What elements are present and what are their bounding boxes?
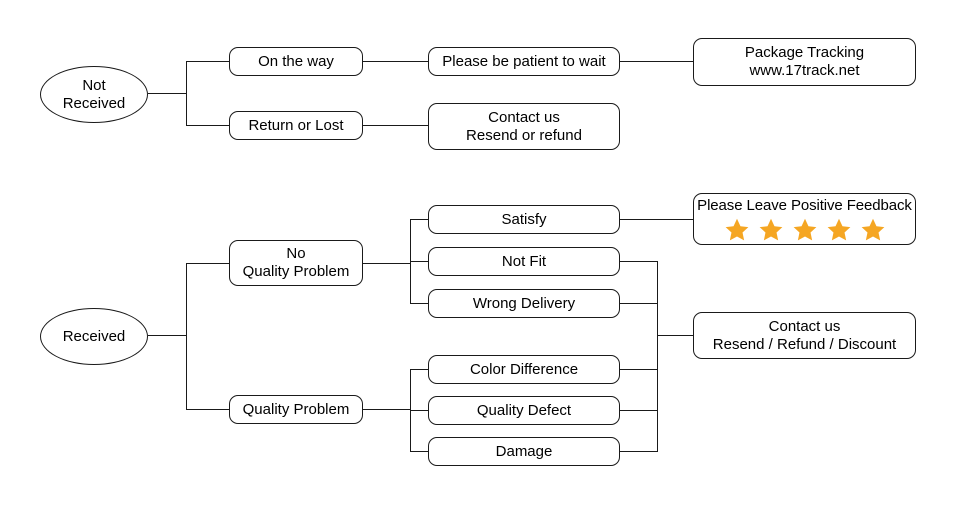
node-package-tracking-line1: Package Tracking (744, 44, 865, 62)
node-contact-discount-line2: Resend / Refund / Discount (712, 335, 897, 353)
connector-junction-to-return-or-lost (186, 125, 230, 127)
node-quality-problem[interactable]: Quality Problem (229, 395, 363, 424)
node-satisfy-label: Satisfy (501, 210, 547, 228)
node-damage-label: Damage (495, 442, 553, 460)
node-quality-problem-label: Quality Problem (242, 400, 350, 418)
connector-wrong-delivery-to-collector (620, 303, 658, 305)
node-return-or-lost[interactable]: Return or Lost (229, 111, 363, 140)
node-received-label: Received (62, 327, 126, 345)
connector-color-difference-to-collector (620, 369, 658, 371)
connector-quality-defect-to-collector (620, 410, 658, 412)
node-on-the-way[interactable]: On the way (229, 47, 363, 76)
star-icon[interactable] (792, 217, 818, 243)
connector-junction-to-quality-problem (186, 409, 230, 411)
connector-please-wait-to-package-tracking (620, 61, 694, 63)
connector-on-the-way-to-please-wait (363, 61, 429, 63)
node-no-quality-problem[interactable]: No Quality Problem (229, 240, 363, 286)
node-color-difference[interactable]: Color Difference (428, 355, 620, 384)
connector-junction-to-on-the-way (186, 61, 230, 63)
connector-fan-to-damage (410, 451, 430, 453)
node-received[interactable]: Received (40, 308, 148, 365)
node-wrong-delivery-label: Wrong Delivery (472, 294, 576, 312)
connector-damage-to-collector (620, 451, 658, 453)
node-not-received-line2: Received (62, 94, 126, 112)
connector-collector-vertical (657, 261, 659, 452)
node-on-the-way-label: On the way (258, 52, 334, 70)
node-not-fit[interactable]: Not Fit (428, 247, 620, 276)
star-icon[interactable] (758, 217, 784, 243)
node-please-be-patient-to-wait[interactable]: Please be patient to wait (428, 47, 620, 76)
node-no-quality-problem-line2: Quality Problem (242, 263, 350, 280)
node-quality-defect[interactable]: Quality Defect (428, 396, 620, 425)
connector-no-quality-problem-to-fan (363, 263, 411, 265)
connector-collector-to-contact-discount (657, 335, 694, 337)
star-icon[interactable] (724, 217, 750, 243)
node-contact-us-resend-or-refund[interactable]: Contact us Resend or refund (428, 103, 620, 150)
connector-fan-to-color-difference (410, 369, 430, 371)
node-damage[interactable]: Damage (428, 437, 620, 466)
connector-junction-top (186, 61, 188, 126)
connector-fan-to-wrong-delivery (410, 303, 430, 305)
star-icon[interactable] (826, 217, 852, 243)
connector-junction-bottom (186, 263, 188, 410)
node-contact-resend-line1: Contact us (488, 108, 560, 126)
connector-quality-problem-to-fan (363, 409, 411, 411)
node-wrong-delivery[interactable]: Wrong Delivery (428, 289, 620, 318)
node-please-wait-label: Please be patient to wait (442, 52, 606, 70)
positive-feedback-title: Please Leave Positive Feedback (697, 196, 912, 214)
node-not-received-line1: Not (82, 76, 106, 94)
node-return-or-lost-label: Return or Lost (248, 116, 344, 134)
node-package-tracking[interactable]: Package Tracking www.17track.net (693, 38, 916, 86)
node-not-fit-label: Not Fit (501, 252, 547, 270)
node-not-received[interactable]: Not Received (40, 66, 148, 123)
connector-fan-to-not-fit (410, 261, 430, 263)
node-positive-feedback[interactable]: Please Leave Positive Feedback (693, 193, 916, 245)
node-package-tracking-url: www.17track.net (749, 62, 860, 79)
connector-fan-to-satisfy (410, 219, 430, 221)
node-quality-defect-label: Quality Defect (476, 401, 572, 419)
node-contact-discount-line1: Contact us (768, 317, 841, 335)
star-rating[interactable] (724, 217, 886, 243)
connector-return-or-lost-to-contact (363, 125, 429, 127)
connector-received-to-junction (148, 335, 186, 337)
connector-junction-to-no-quality-problem (186, 263, 230, 265)
star-icon[interactable] (860, 217, 886, 243)
node-color-difference-label: Color Difference (469, 360, 579, 378)
connector-not-received-to-junction (148, 93, 186, 95)
connector-fan-to-quality-defect (410, 410, 430, 412)
node-satisfy[interactable]: Satisfy (428, 205, 620, 234)
node-no-quality-problem-line1: No (286, 245, 306, 263)
node-contact-us-resend-refund-discount[interactable]: Contact us Resend / Refund / Discount (693, 312, 916, 359)
connector-satisfy-to-feedback (620, 219, 694, 221)
connector-not-fit-to-collector (620, 261, 658, 263)
node-contact-resend-line2: Resend or refund (466, 126, 582, 144)
